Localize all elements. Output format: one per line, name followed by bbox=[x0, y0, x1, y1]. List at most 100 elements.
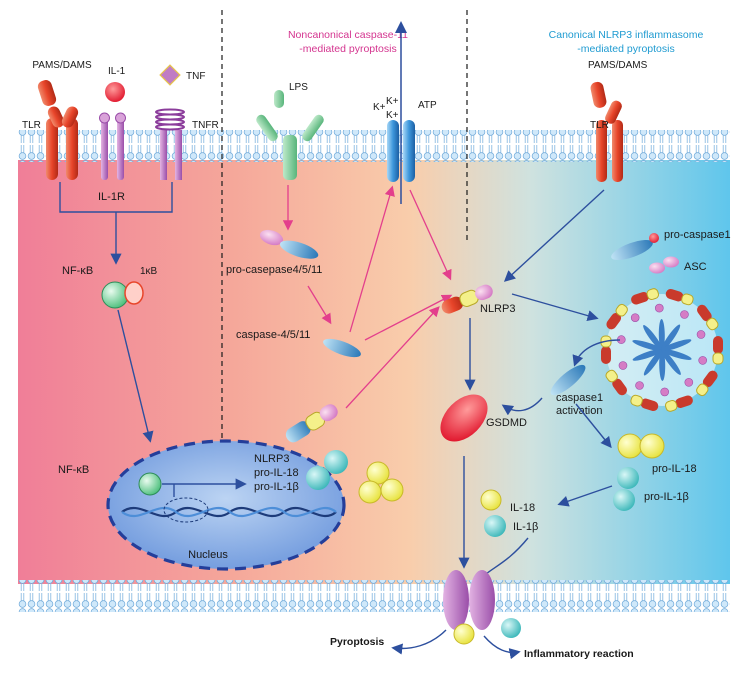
k-ion-1: K+ bbox=[373, 102, 386, 113]
arrow-nucleus-to-nlrp3 bbox=[345, 306, 440, 409]
noncanonical-caption-line1: Noncanonical caspase-11 bbox=[288, 29, 408, 41]
arrow-il-to-pore bbox=[485, 537, 529, 575]
atp-label: ATP bbox=[418, 100, 437, 111]
dna-helix bbox=[121, 497, 337, 523]
inflammasome-asc-bead bbox=[618, 361, 628, 370]
tlr-right-label: TLR bbox=[590, 120, 609, 131]
inflammasome-spoke bbox=[661, 349, 681, 375]
tlr-left-label: TLR bbox=[22, 120, 41, 131]
arrow-pyroptosis bbox=[391, 629, 447, 655]
inflammasome-segment bbox=[696, 370, 718, 397]
arrow-maturation bbox=[557, 485, 613, 507]
pro-caspase-molecule bbox=[259, 229, 319, 259]
pro-il1b-ball-2 bbox=[613, 489, 635, 511]
inflammasome-spoke bbox=[643, 349, 663, 376]
caspase1-label-line1: caspase1 bbox=[556, 392, 603, 404]
pro-il18-ball-2 bbox=[639, 433, 665, 459]
inflammasome-spoke bbox=[661, 339, 692, 352]
pro-il18-label: pro-IL-18 bbox=[652, 463, 697, 475]
nucleus-il1b-ball bbox=[306, 466, 330, 490]
nfkb-ball bbox=[101, 281, 129, 309]
arrow-caspase1-to-cytokines bbox=[575, 403, 612, 449]
arrow-procaspase-to-caspase bbox=[307, 285, 332, 325]
pro-caspase1-molecule bbox=[611, 240, 653, 260]
pams-dams-left-label: PAMS/DAMS bbox=[32, 60, 92, 71]
canonical-caption-line2: -mediated pyroptosis bbox=[577, 43, 674, 55]
canonical-caption-line1: Canonical NLRP3 inflammasome bbox=[549, 29, 704, 41]
inflammasome-asc-bead bbox=[698, 356, 707, 365]
released-il1b-ball bbox=[501, 618, 521, 638]
inflammasome-asc-bead bbox=[635, 381, 644, 390]
gsdmd-molecule bbox=[440, 394, 488, 442]
nlrp3-product bbox=[285, 404, 338, 443]
yellow-ball-3 bbox=[380, 478, 404, 502]
il1r-receptor bbox=[99, 112, 126, 180]
inflammatory-label: Inflammatory reaction bbox=[524, 648, 634, 660]
inflammasome-spoke bbox=[659, 349, 666, 381]
asc-molecule-1 bbox=[649, 262, 665, 274]
noncanonical-caption-line2: -mediated pyroptosis bbox=[299, 43, 396, 55]
k-ion-2: K+ bbox=[386, 96, 399, 107]
k-channel bbox=[387, 120, 415, 182]
il18-ball bbox=[480, 489, 502, 511]
pro-caspase1-label: pro-caspase1 bbox=[664, 229, 731, 241]
caspase-molecule bbox=[323, 338, 361, 358]
il1b-label: IL-1β bbox=[513, 521, 538, 533]
tnfr-receptor bbox=[155, 108, 185, 180]
pro-caspase1-head bbox=[649, 233, 659, 243]
nlrp3-complex bbox=[441, 284, 493, 314]
lps-label: LPS bbox=[289, 82, 308, 93]
inflammasome-asc-bead bbox=[630, 313, 640, 322]
ikb-ball bbox=[124, 281, 144, 305]
il1b-ball bbox=[484, 515, 506, 537]
arrow-inflammatory bbox=[483, 635, 521, 660]
inflammasome-segment bbox=[664, 395, 693, 412]
bottom-membrane bbox=[18, 580, 730, 612]
inflammasome-asc-bead bbox=[696, 330, 706, 339]
arrow-caspase-to-nlrp3 bbox=[364, 294, 453, 341]
inflammasome-ring bbox=[600, 288, 724, 412]
arrow-tlr-to-nlrp3 bbox=[503, 189, 605, 282]
inflammasome-segment bbox=[606, 303, 628, 330]
arrow-inflammasome-to-caspase1 bbox=[572, 339, 621, 367]
tlr-right-receptor bbox=[596, 100, 623, 182]
nlrp3-label: NLRP3 bbox=[480, 303, 515, 315]
yellow-ball-2 bbox=[358, 480, 382, 504]
pro-il1b-ball-1 bbox=[617, 467, 639, 489]
tnfr-label: TNFR bbox=[192, 120, 219, 131]
pro-il1b-label: pro-IL-1β bbox=[644, 491, 689, 503]
inflammasome-segment bbox=[665, 288, 694, 306]
inflammasome-spoke bbox=[661, 348, 692, 360]
caspase-label: caspase-4/5/11 bbox=[236, 329, 310, 341]
nucleus-nlrp3-label: NLRP3 bbox=[254, 453, 289, 465]
caspase1-label-line2: activation bbox=[556, 405, 602, 417]
inflammasome-asc-bead bbox=[680, 310, 689, 319]
inflammasome-spoke bbox=[632, 348, 663, 361]
inflammasome-segment bbox=[631, 288, 660, 305]
inflammasome-segment bbox=[712, 336, 724, 365]
arrow-caspase-to-channel bbox=[349, 185, 395, 333]
pams-dams-left-ligand bbox=[37, 80, 57, 106]
gsdmd-label: GSDMD bbox=[486, 417, 527, 429]
k-ion-3: K+ bbox=[386, 110, 399, 121]
nucleus-nfkb-label: NF-κB bbox=[58, 464, 89, 476]
tlr-left-receptor bbox=[46, 106, 79, 180]
asc-label: ASC bbox=[684, 261, 707, 273]
pams-dams-right-ligand bbox=[590, 81, 607, 108]
arrow-channel-to-nlrp3 bbox=[409, 189, 452, 281]
gsdmd-pore bbox=[443, 570, 495, 630]
inflammasome-spoke bbox=[661, 324, 681, 351]
nucleus-il18-ball bbox=[324, 450, 348, 474]
nucleus-pro-il18-label: pro-IL-18 bbox=[254, 467, 299, 479]
inflammasome-spoke bbox=[632, 340, 663, 352]
top-membrane bbox=[18, 130, 730, 162]
tnf-ligand bbox=[159, 64, 181, 86]
arrow-nlrp3-to-inflammasome bbox=[511, 293, 599, 322]
lps-ligand bbox=[274, 90, 284, 108]
nfkb-label: NF-κB bbox=[62, 265, 93, 277]
pyroptosis-label: Pyroptosis bbox=[330, 636, 384, 648]
released-il18-ball bbox=[453, 623, 475, 645]
il1-ligand bbox=[105, 82, 125, 102]
nucleus-label: Nucleus bbox=[188, 549, 228, 561]
